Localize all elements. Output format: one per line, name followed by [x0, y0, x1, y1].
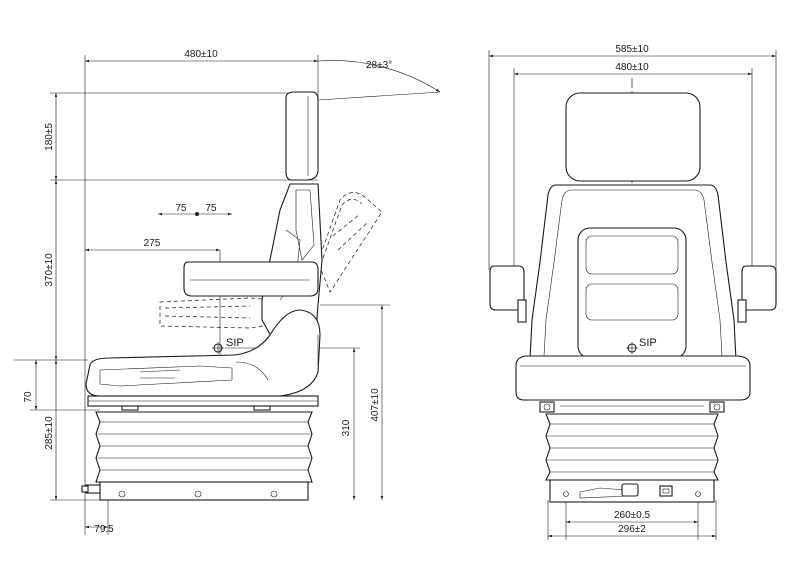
dim-base-width: 296±2: [618, 524, 646, 535]
dim-recline-angle: 28±3°: [366, 60, 392, 71]
dim-sip-offset-left: 75: [175, 203, 187, 214]
front-sip-label: SIP: [639, 337, 657, 349]
side-sip-label: SIP: [226, 337, 244, 349]
front-bellows: [545, 413, 719, 481]
dim-overall-width: 585±10: [615, 44, 649, 55]
dim-armrest-height: 407±10: [370, 388, 381, 422]
dim-seat-width: 480±10: [615, 62, 649, 73]
dim-sip-offset-right: 75: [205, 203, 217, 214]
dim-backrest-height: 370±10: [44, 253, 55, 287]
dim-base-height: 285±10: [44, 416, 55, 450]
front-view: 585±10 480±10: [488, 44, 777, 540]
dim-pivot-height: 310: [341, 419, 352, 436]
side-bellows: [95, 411, 313, 483]
dim-handle-offset: 79.5: [94, 524, 114, 535]
dim-headrest-height: 180±5: [44, 123, 55, 151]
side-view: 480±10 28±3° 180±5 370±10 75 75 275 70 2…: [14, 49, 441, 535]
dim-suspension-travel: 70: [23, 391, 34, 403]
dim-armrest-offset: 275: [144, 238, 161, 249]
dim-mount-spacing: 260±0.5: [614, 510, 651, 521]
dim-total-depth: 480±10: [184, 49, 218, 60]
